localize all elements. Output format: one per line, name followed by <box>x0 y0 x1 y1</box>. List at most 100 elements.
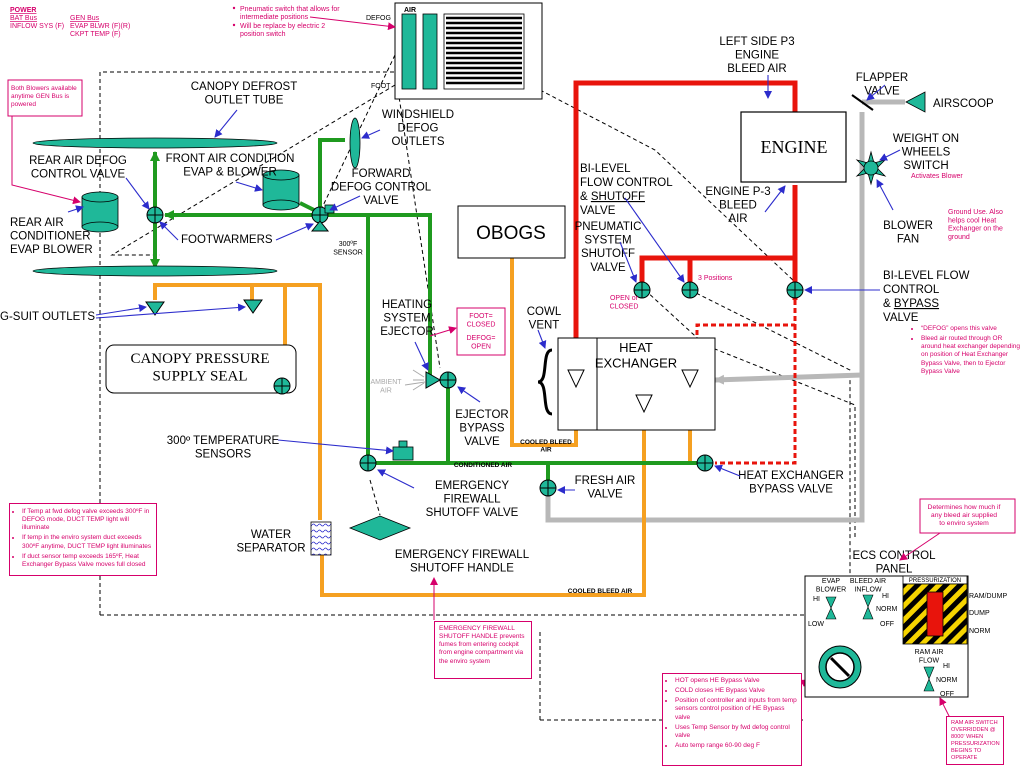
footwarmer-tube <box>32 265 278 277</box>
power-legend: POWER BAT Bus INFLOW SYS (F) GEN Bus EVA… <box>10 7 130 38</box>
bi-level-shutoff-line-4: VALVE <box>580 205 616 217</box>
bypass-notes: “DEFOG” opens this valveBleed air routed… <box>912 325 1022 378</box>
rear-evap-blower <box>81 191 119 233</box>
text-line: Ground Use. Also <box>948 209 1003 216</box>
ecs-ram-off: OFF <box>940 691 954 698</box>
text-line: BLOWER <box>816 586 846 593</box>
text-line: FRONT AIR CONDITION <box>166 153 295 165</box>
temperature-knob[interactable] <box>818 645 862 689</box>
power-title: POWER <box>10 7 36 14</box>
bi-level-shutoff-label: BI-LEVEL FLOW CONTROL & SHUTOFF VALVE <box>580 163 673 217</box>
cooled-bleed-air-label-2: COOLED BLEED AIR <box>568 588 633 595</box>
text-line: SHUTOFF VALVE <box>426 507 519 519</box>
text-line: VENT <box>529 320 560 332</box>
green-duct-heating <box>320 213 432 380</box>
ecs-dump: DUMP <box>969 610 990 617</box>
sensor-triangle <box>310 220 330 232</box>
text-line: FLOW <box>919 657 940 664</box>
gray-ducts <box>545 99 905 523</box>
blowers-note: Both Blowers available anytime GEN Bus i… <box>9 84 81 111</box>
control-line-he <box>644 289 856 540</box>
text-line: SHUTOFF HANDLE <box>410 563 514 575</box>
flapper-valve <box>851 94 874 111</box>
heat-exchanger-vents <box>567 369 699 414</box>
defog-switch-panel[interactable]: AIR DEFOG FOOT <box>366 2 543 100</box>
note-item: Bleed air routed through OR around heat … <box>921 335 1022 376</box>
note-item: “DEFOG” opens this valve <box>921 325 1022 333</box>
bleed-air-inflow-switch[interactable] <box>862 594 874 620</box>
text-line: EMERGENCY <box>435 480 509 492</box>
valves <box>146 206 804 497</box>
bi-level-bypass-line-1: BI-LEVEL FLOW <box>883 270 970 282</box>
gen-bus-label: GEN Bus <box>70 15 100 22</box>
text-line: NORM <box>969 628 991 635</box>
inflow-sys-label: INFLOW SYS (F) <box>10 23 64 30</box>
engine-box <box>740 111 847 183</box>
pressurization-switch[interactable] <box>926 591 944 637</box>
defog-note-line-1b: intermediate positions <box>240 14 309 21</box>
text-line: helps cool Heat <box>948 217 996 224</box>
text-line: any bleed air supplied <box>931 512 997 519</box>
ecs-ram-dump: RAM/DUMP <box>969 593 1007 600</box>
text-line: WATER <box>251 529 291 541</box>
control-line-rear <box>99 71 395 615</box>
obogs-box <box>457 205 566 259</box>
text-line: 300ºF <box>339 241 358 248</box>
green-duct-evap <box>299 201 315 212</box>
note-item: Position of controller and inputs from t… <box>675 697 798 721</box>
text-line: HI <box>943 663 950 670</box>
annotation-arrows <box>11 116 951 719</box>
ram-air-note: RAM AIR SWITCH OVERRIDDEN @ 8000' WHEN P… <box>946 716 1004 765</box>
text-line: Activates Blower <box>911 173 963 180</box>
text-line: G-SUIT OUTLETS <box>0 311 95 323</box>
heating-ejector-triangle <box>425 371 442 389</box>
temp-notes-list: If Temp at fwd defog valve exceeds 300ºF… <box>13 508 153 569</box>
gray-duct-fan <box>545 112 865 523</box>
text-line: RAM/DUMP <box>969 593 1007 600</box>
text-line: WHEELS <box>902 147 951 159</box>
text-line: EJECTOR <box>380 326 433 338</box>
bypass-notes-list: “DEFOG” opens this valveBleed air routed… <box>912 325 1022 376</box>
text-line: AIR <box>540 447 552 454</box>
orange-duct-cooled <box>320 405 646 597</box>
text-line: NORM <box>936 677 958 684</box>
control-line-rear-defog <box>110 84 396 256</box>
note-item: If temp in the enviro system duct exceed… <box>22 534 153 550</box>
text-line: to enviro system <box>939 520 989 527</box>
text-line: HEAT EXCHANGER <box>738 470 844 482</box>
evap-blower-switch[interactable] <box>825 596 837 620</box>
text-line: INFLOW <box>854 586 882 593</box>
text-line: REAR AIR <box>10 217 64 229</box>
vent-triangle-2 <box>635 394 653 414</box>
handle-note-text: EMERGENCY FIREWALL SHUTOFF HANDLE preven… <box>439 625 525 665</box>
text-line: FOOTWARMERS <box>181 234 273 246</box>
text-line: DEFOG <box>398 123 439 135</box>
text-line: SHUTOFF <box>581 248 635 260</box>
ram-air-flow-switch[interactable] <box>923 666 935 692</box>
text-line: BLEED AIR <box>727 63 786 75</box>
bi-level-shutoff-line-2: FLOW CONTROL <box>580 177 673 189</box>
text-line: ENGINE <box>735 50 779 62</box>
emergency-shutoff-handle[interactable] <box>348 515 412 541</box>
control-line-3pos <box>689 289 851 575</box>
bi-level-bypass-line-3: & BYPASS <box>883 298 939 310</box>
text-line: BLEED AIR <box>850 578 886 585</box>
temp-sensor-top <box>398 440 408 448</box>
defog-note-line-2b: position switch <box>240 31 286 38</box>
airscoop-label: AIRSCOOP <box>933 98 994 110</box>
